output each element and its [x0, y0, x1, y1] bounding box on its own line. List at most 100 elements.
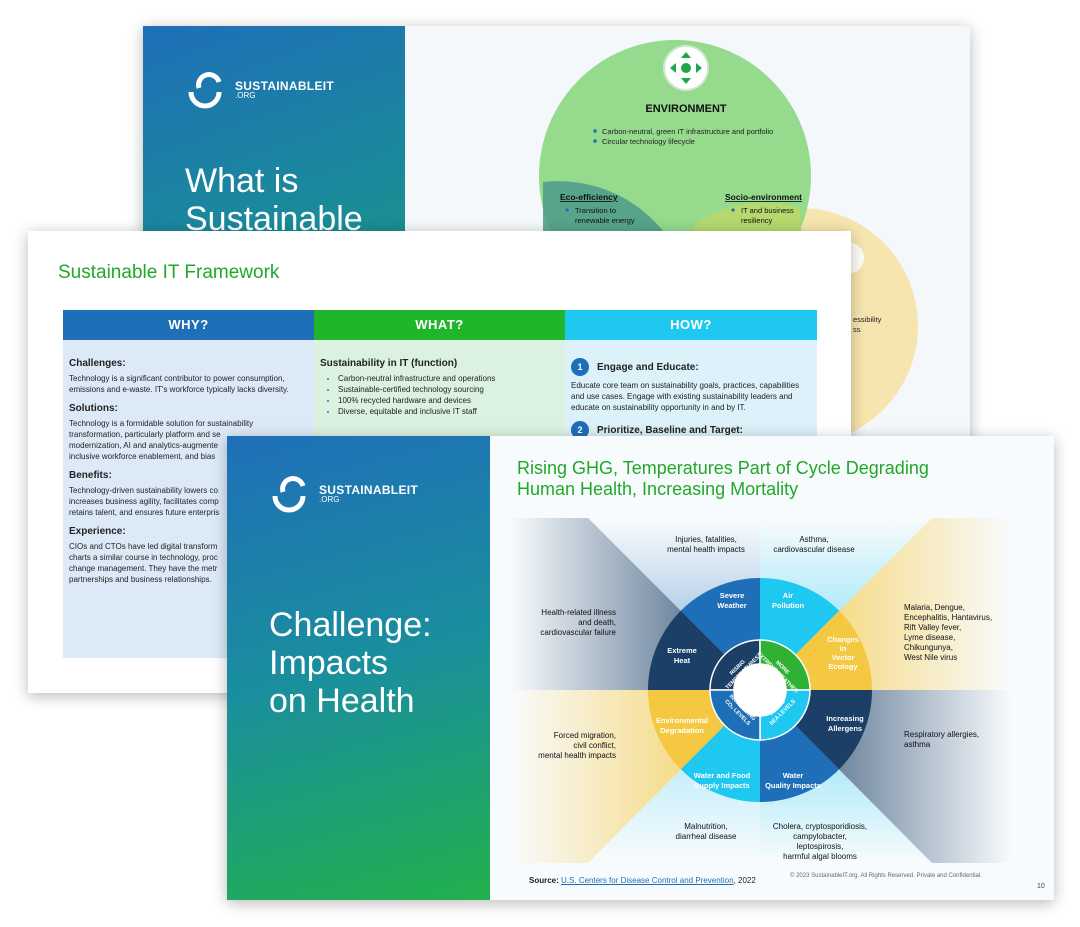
segment-water-quality — [760, 725, 840, 802]
eco-efficiency-title: Eco-efficiency — [560, 192, 618, 202]
label-severe-weather-2: Weather — [717, 601, 747, 610]
outer-migration-3: mental health impacts — [538, 751, 616, 760]
outer-vector-4: Lyme disease, — [904, 633, 955, 642]
outer-water-3: leptospirosis, — [797, 842, 844, 851]
outer-vector-3: Rift Valley fever, — [904, 623, 961, 632]
what-header: WHAT? — [314, 310, 565, 340]
label-extreme-heat-2: Heat — [674, 656, 691, 665]
outer-malnutrition-1: Malnutrition, — [684, 822, 728, 831]
outer-malnutrition-2: diarrheal disease — [676, 832, 737, 841]
outer-migration-2: civil conflict, — [573, 741, 616, 750]
how-header: HOW? — [565, 310, 817, 340]
what-item: Diverse, equitable and inclusive IT staf… — [338, 406, 559, 417]
segment-vector-ecology — [795, 610, 872, 690]
label-food-supply-1: Water and Food — [694, 771, 751, 780]
eco-item-line2: renewable energy — [575, 216, 635, 225]
what-section-title: Sustainability in IT (function) — [320, 358, 458, 369]
experience-title: Experience: — [69, 526, 126, 537]
outer-water-1: Cholera, cryptosporidiosis, — [773, 822, 867, 831]
outer-respiratory-1: Respiratory allergies, — [904, 730, 979, 739]
outer-injuries-2: mental health impacts — [667, 545, 745, 554]
outer-illness-3: cardiovascular failure — [540, 628, 616, 637]
segment-environmental-degradation — [648, 690, 725, 770]
outer-vector-1: Malaria, Dengue, — [904, 603, 965, 612]
environment-item-2: Circular technology lifecycle — [602, 137, 695, 146]
label-vector-3: Vector — [832, 653, 855, 662]
segment-air-pollution — [760, 578, 840, 655]
outer-vector-5: Chikungunya, — [904, 643, 953, 652]
label-food-supply-2: Supply Impacts — [694, 781, 749, 790]
label-allergens-1: Increasing — [826, 714, 864, 723]
outer-asthma-2: cardiovascular disease — [773, 545, 855, 554]
source-citation: Source: U.S. Centers for Disease Control… — [529, 876, 756, 885]
logo-text: SUSTAINABLEIT — [319, 483, 419, 497]
step2-number: 2 — [571, 421, 589, 439]
outer-vector-6: West Nile virus — [904, 653, 957, 662]
sustainableit-logo: SUSTAINABLEIT .ORG — [269, 474, 418, 514]
label-env-degradation-2: Degradation — [660, 726, 704, 735]
step1-number: 1 — [571, 358, 589, 376]
outer-migration-1: Forced migration, — [554, 731, 616, 740]
segment-severe-weather — [680, 578, 760, 655]
label-vector-4: Ecology — [828, 662, 858, 671]
slide3-title: Challenge: Impacts on Health — [269, 606, 432, 720]
label-allergens-2: Allergens — [828, 724, 862, 733]
outer-injuries-1: Injuries, fatalities, — [675, 535, 737, 544]
challenges-text: Technology is a significant contributor … — [69, 374, 289, 394]
solutions-text: Technology is a formidable solution for … — [69, 419, 254, 461]
label-severe-weather-1: Severe — [720, 591, 745, 600]
logo-suffix: .ORG — [235, 91, 256, 100]
label-air-pollution-2: Pollution — [772, 601, 804, 610]
segment-food-supply — [680, 725, 760, 802]
what-list: Carbon-neutral infrastructure and operat… — [320, 373, 559, 417]
environment-item-1: Carbon-neutral, green IT infrastructure … — [602, 127, 773, 136]
label-vector-1: Changes — [827, 635, 859, 644]
sustainableit-logo: SUSTAINABLEIT .ORG — [185, 70, 334, 110]
social-partial-line2: ss — [853, 325, 861, 334]
slide-impacts-on-health: SUSTAINABLEIT .ORG Challenge: Impacts on… — [227, 436, 1054, 900]
environment-title: ENVIRONMENT — [645, 103, 727, 115]
socio-environment-title: Socio-environment — [725, 192, 802, 202]
solutions-title: Solutions: — [69, 403, 118, 414]
segment-allergens — [795, 690, 872, 770]
slide3-title-panel: SUSTAINABLEIT .ORG Challenge: Impacts on… — [227, 436, 490, 900]
page-number: 10 — [1037, 883, 1045, 890]
challenges-title: Challenges: — [69, 358, 126, 369]
label-env-degradation-1: Environmental — [656, 716, 708, 725]
why-header: WHY? — [63, 310, 314, 340]
slide1-title: What is Sustainable — [185, 162, 363, 238]
leaf-arrows-icon — [670, 52, 702, 84]
benefits-title: Benefits: — [69, 470, 112, 481]
label-water-quality-2: Quality Impacts — [765, 781, 821, 790]
outer-respiratory-2: asthma — [904, 740, 931, 749]
outer-vector-2: Encephalitis, Hantavirus, — [904, 613, 992, 622]
eco-item-line1: Transition to — [575, 206, 616, 215]
outer-asthma-1: Asthma, — [799, 535, 828, 544]
label-extreme-heat-1: Extreme — [667, 646, 697, 655]
label-vector-2: in — [840, 644, 847, 653]
diagram-center — [734, 664, 786, 716]
slide2-title: Sustainable IT Framework — [58, 262, 280, 283]
logo-text: SUSTAINABLEIT — [235, 79, 335, 93]
benefits-text: Technology-driven sustainability lowers … — [69, 486, 220, 517]
experience-text: CIOs and CTOs have led digital transform… — [69, 542, 218, 584]
socio-item-line2: resiliency — [741, 216, 773, 225]
slide3-heading: Rising GHG, Temperatures Part of Cycle D… — [517, 458, 929, 499]
outer-illness-2: and death, — [578, 618, 616, 627]
source-link[interactable]: U.S. Centers for Disease Control and Pre… — [561, 876, 734, 885]
what-item: 100% recycled hardware and devices — [338, 395, 559, 406]
what-item: Carbon-neutral infrastructure and operat… — [338, 373, 559, 384]
outer-water-4: harmful algal blooms — [783, 852, 857, 861]
segment-extreme-heat — [648, 610, 725, 690]
health-impacts-diagram: RISING TEMPERATURES MORE EXTREME WEATHER… — [510, 518, 1012, 863]
logo-icon — [272, 476, 306, 513]
step1-text: Educate core team on sustainability goal… — [571, 381, 800, 412]
outer-water-2: campylobacter, — [793, 832, 847, 841]
label-air-pollution-1: Air — [783, 591, 794, 600]
label-water-quality-1: Water — [783, 771, 804, 780]
driver-increasing-co2 — [709, 689, 761, 741]
copyright-notice: © 2023 SustainableIT.org. All Rights Res… — [790, 873, 982, 879]
outer-illness-1: Health-related illness — [541, 608, 616, 617]
